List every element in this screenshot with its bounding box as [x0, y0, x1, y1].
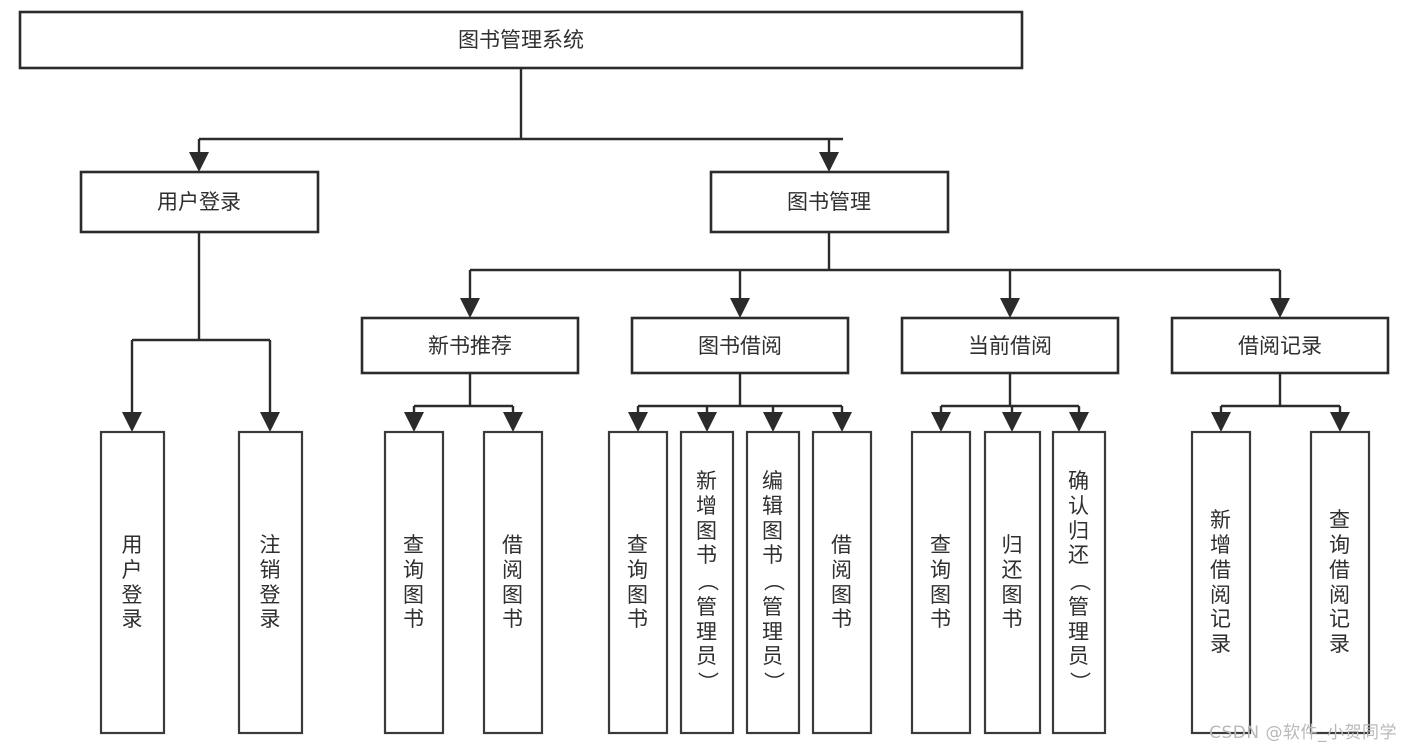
- node-root-label: 图书管理系统: [458, 28, 584, 52]
- node-book-borrow-label: 图书借阅: [698, 334, 782, 358]
- leaf-node[interactable]: [482, 430, 544, 735]
- leaf-node[interactable]: [1051, 430, 1107, 735]
- connector-records-to-leaves: [1211, 373, 1350, 432]
- leaf-node[interactable]: [1190, 430, 1252, 735]
- node-borrow-records-label: 借阅记录: [1238, 334, 1322, 358]
- node-current-borrow-label: 当前借阅: [968, 334, 1052, 358]
- leaf-node-rects: [99, 430, 1371, 735]
- node-new-book-recommend-label: 新书推荐: [428, 334, 512, 358]
- leaf-node[interactable]: [99, 430, 166, 735]
- node-new-book-recommend[interactable]: 新书推荐: [360, 316, 580, 375]
- leaf-node[interactable]: [745, 430, 801, 735]
- node-borrow-records[interactable]: 借阅记录: [1170, 316, 1390, 375]
- leaf-node[interactable]: [983, 430, 1042, 735]
- node-book-management[interactable]: 图书管理: [709, 170, 950, 234]
- node-user-login-label: 用户登录: [157, 190, 241, 214]
- node-book-management-label: 图书管理: [787, 190, 871, 214]
- watermark: CSDN @软件_小贺同学: [1209, 723, 1397, 743]
- node-root[interactable]: 图书管理系统: [18, 10, 1024, 70]
- node-book-borrow[interactable]: 图书借阅: [630, 316, 850, 375]
- connector-userlogin-to-leaves: [122, 232, 280, 432]
- leaf-node[interactable]: [1309, 430, 1371, 735]
- node-current-borrow[interactable]: 当前借阅: [900, 316, 1120, 375]
- node-user-login[interactable]: 用户登录: [79, 170, 320, 234]
- leaf-node[interactable]: [237, 430, 304, 735]
- connector-newbook-to-leaves: [404, 373, 523, 432]
- connector-root-to-level1: [189, 68, 843, 172]
- connector-borrow-to-leaves: [628, 373, 852, 432]
- connector-current-to-leaves: [931, 373, 1089, 432]
- leaf-node[interactable]: [679, 430, 735, 735]
- leaf-node[interactable]: [811, 430, 873, 735]
- leaf-node[interactable]: [910, 430, 972, 735]
- leaf-node[interactable]: [607, 430, 669, 735]
- connector-bookmgmt-to-level2: [460, 232, 1290, 318]
- leaf-node[interactable]: [383, 430, 445, 735]
